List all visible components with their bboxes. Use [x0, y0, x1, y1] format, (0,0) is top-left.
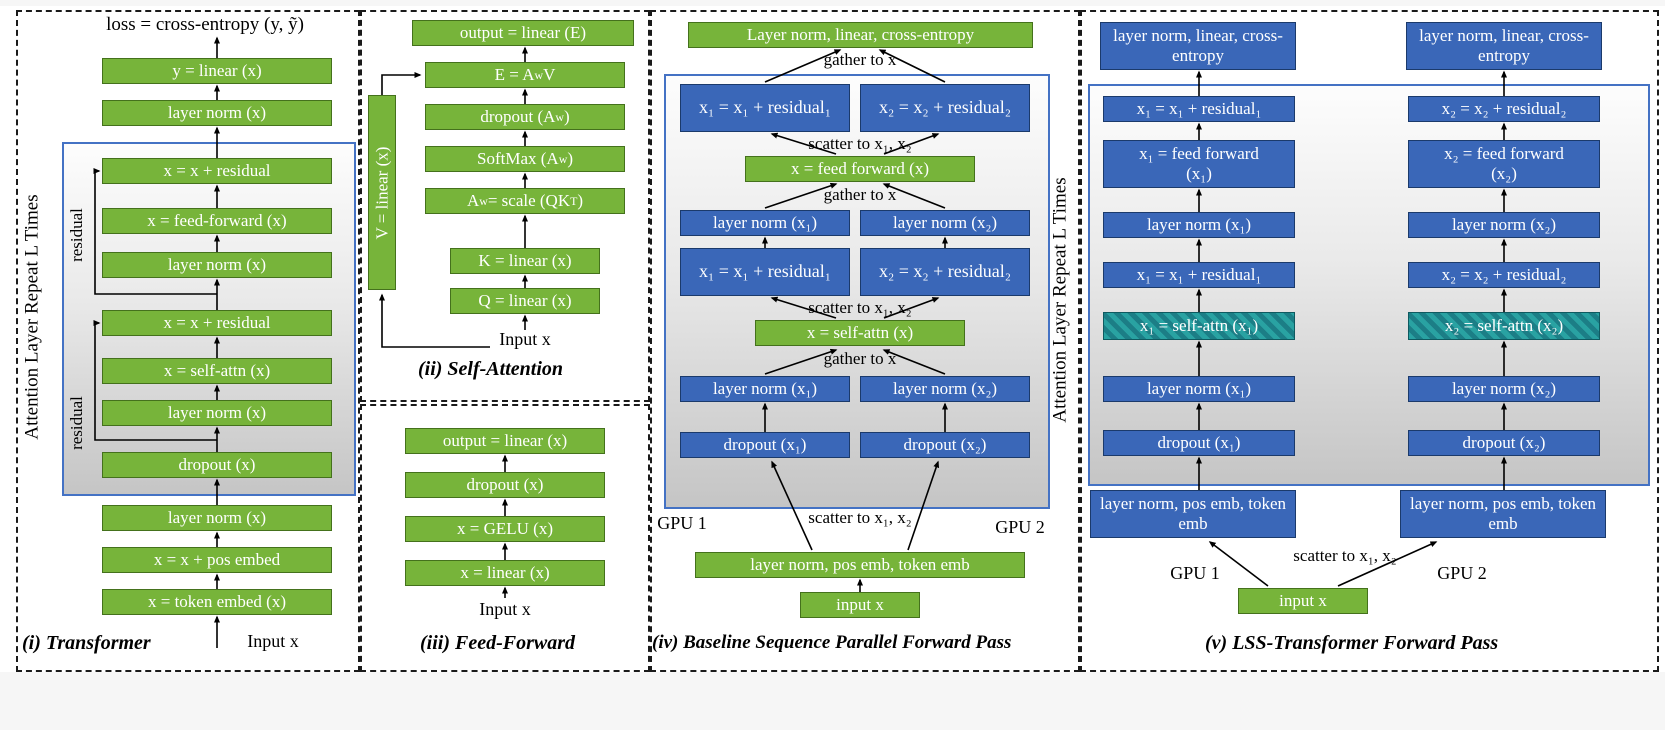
box-embed-right-v: layer norm, pos emb, token emb [1400, 490, 1606, 538]
gather-label-2: gather to x [823, 185, 897, 204]
box-ff-dropout: dropout (x) [405, 472, 605, 498]
box-add-residual-attn: x = x + residual [102, 310, 332, 336]
box-layer-norm-top: layer norm (x) [102, 100, 332, 126]
gather-label-1: gather to x [823, 50, 897, 69]
box-ln-a-left-v: layer norm (x₁) [1103, 212, 1295, 238]
box-dropout-right-v: dropout (x₂) [1408, 430, 1600, 456]
box-dropout-i: dropout (x) [102, 452, 332, 478]
box-add1-right-iv: x₂ = x₂ + residual₂ [860, 84, 1030, 132]
box-input-iv: input x [800, 592, 920, 618]
box-ff-left-v: x₁ = feed forward (x₁) [1103, 140, 1295, 188]
box-layer-norm-emb: layer norm (x) [102, 505, 332, 531]
box-gelu: x = GELU (x) [405, 516, 605, 542]
box-add2-left-iv: x₁ = x₁ + residual₁ [680, 248, 850, 296]
residual-label-lower: residual [67, 396, 87, 450]
input-label-i: Input x [247, 630, 299, 651]
box-y-linear: y = linear (x) [102, 58, 332, 84]
box-add2-right-iv: x₂ = x₂ + residual₂ [860, 248, 1030, 296]
box-ln-b-right-v: layer norm (x₂) [1408, 376, 1600, 402]
box-head-left-v: layer norm, linear, cross-entropy [1100, 22, 1296, 70]
box-head-iv: Layer norm, linear, cross-entropy [688, 22, 1033, 48]
box-k-linear: K = linear (x) [450, 248, 600, 274]
box-add2-left-v: x₁ = x₁ + residual₁ [1103, 262, 1295, 288]
box-ln-a-right-iv: layer norm (x₂) [860, 210, 1030, 236]
box-add2-right-v: x₂ = x₂ + residual₂ [1408, 262, 1600, 288]
repeat-label-i: Attention Layer Repeat L Times [22, 194, 44, 440]
scatter-label-v: scatter to x₁, x₂ [1293, 546, 1397, 565]
box-self-attn-iv: x = self-attn (x) [755, 320, 965, 346]
box-v-linear: V = linear (x) [368, 95, 396, 290]
residual-label-upper: residual [67, 208, 87, 262]
caption-iv: (iv) Baseline Sequence Parallel Forward … [652, 632, 1012, 653]
panel-feed-forward [360, 404, 650, 672]
box-ln-b-left-v: layer norm (x₁) [1103, 376, 1295, 402]
box-embed-left-v: layer norm, pos emb, token emb [1090, 490, 1296, 538]
repeat-label-iv: Attention Layer Repeat L Times [1050, 177, 1072, 423]
caption-v: (v) LSS-Transformer Forward Pass [1205, 632, 1499, 654]
box-layer-norm-ff: layer norm (x) [102, 252, 332, 278]
panel-transformer [16, 10, 360, 672]
panel-self-attention [360, 10, 650, 402]
box-ln-a-left-iv: layer norm (x₁) [680, 210, 850, 236]
input-label-iii: Input x [479, 598, 531, 619]
box-self-attn-right-v: x₂ = self-attn (x₂) [1408, 312, 1600, 340]
box-add1-right-v: x₂ = x₂ + residual₂ [1408, 96, 1600, 122]
box-ff-linear: x = linear (x) [405, 560, 605, 586]
box-dropout-left-v: dropout (x₁) [1103, 430, 1295, 456]
scatter-label-2: scatter to x₁, x₂ [808, 298, 912, 317]
box-q-linear: Q = linear (x) [450, 288, 600, 314]
panel-lss [1080, 10, 1659, 672]
caption-i: (i) Transformer [22, 632, 151, 654]
box-self-attn-left-v: x₁ = self-attn (x₁) [1103, 312, 1295, 340]
input-label-ii: Input x [499, 328, 551, 349]
scatter-label-3: scatter to x₁, x₂ [808, 508, 912, 527]
loss-label: loss = cross-entropy (y, ỹ) [106, 14, 304, 35]
box-pos-embed: x = x + pos embed [102, 547, 332, 573]
box-ff-right-v: x₂ = feed forward (x₂) [1408, 140, 1600, 188]
gpu2-label-v: GPU 2 [1437, 562, 1487, 583]
scatter-label-1: scatter to x₁, x₂ [808, 134, 912, 153]
box-embed-iv: layer norm, pos emb, token emb [695, 552, 1025, 578]
box-ln-a-right-v: layer norm (x₂) [1408, 212, 1600, 238]
box-dropout-left-iv: dropout (x₁) [680, 432, 850, 458]
panel-baseline [650, 10, 1080, 672]
box-ln-b-left-iv: layer norm (x₁) [680, 376, 850, 402]
box-layer-norm-attn: layer norm (x) [102, 400, 332, 426]
box-input-v: input x [1238, 588, 1368, 614]
box-dropout-right-iv: dropout (x₂) [860, 432, 1030, 458]
gpu1-label-v: GPU 1 [1170, 562, 1220, 583]
caption-iii: (iii) Feed-Forward [420, 632, 575, 654]
box-add1-left-v: x₁ = x₁ + residual₁ [1103, 96, 1295, 122]
box-feed-forward: x = feed-forward (x) [102, 208, 332, 234]
box-attn-output: output = linear (E) [412, 20, 634, 46]
gpu1-label-iv: GPU 1 [657, 512, 707, 533]
box-feed-forward-iv: x = feed forward (x) [745, 156, 975, 182]
box-head-right-v: layer norm, linear, cross-entropy [1406, 22, 1602, 70]
gpu2-label-iv: GPU 2 [995, 516, 1045, 537]
box-add1-left-iv: x₁ = x₁ + residual₁ [680, 84, 850, 132]
box-add-residual-ff: x = x + residual [102, 158, 332, 184]
box-self-attn-i: x = self-attn (x) [102, 358, 332, 384]
box-token-embed: x = token embed (x) [102, 589, 332, 615]
box-ff-output: output = linear (x) [405, 428, 605, 454]
box-ln-b-right-iv: layer norm (x₂) [860, 376, 1030, 402]
caption-ii: (ii) Self-Attention [418, 358, 563, 380]
gather-label-3: gather to x [823, 349, 897, 368]
